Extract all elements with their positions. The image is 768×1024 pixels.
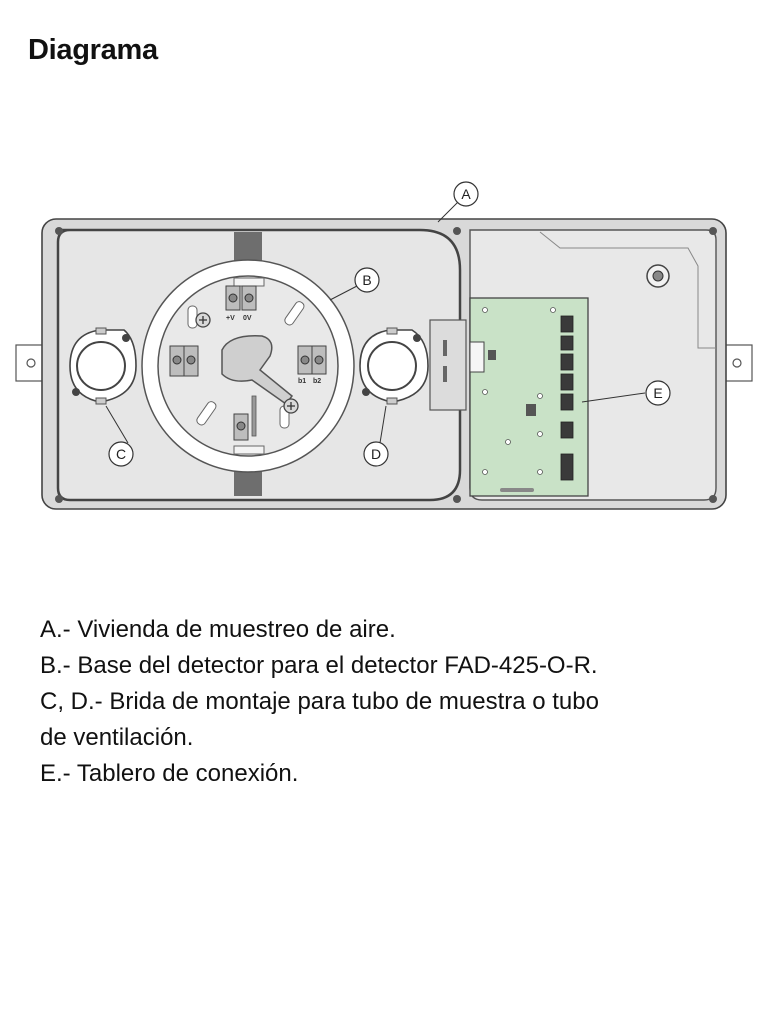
callout-e: E (645, 380, 671, 406)
terminal-label-pos-v: +V (226, 315, 235, 322)
legend-item-a: A.- Vivienda de muestreo de aire. (40, 616, 396, 643)
page-title: Diagrama (28, 34, 158, 66)
diagram-figure: +V 0V b1 b2 (0, 170, 768, 530)
terminal-label-b1: b1 (298, 378, 306, 385)
air-sampling-housing-diagram: +V 0V b1 b2 (15, 181, 753, 510)
legend-list: A.- Vivienda de muestreo de aire. B.- Ba… (40, 612, 720, 792)
callout-b: B (354, 267, 380, 293)
callout-c-label: C (116, 446, 126, 462)
callout-a-label: A (461, 186, 471, 202)
terminal-block-power (225, 285, 257, 311)
mounting-flange-d (359, 327, 429, 405)
terminal-block-left (169, 345, 199, 377)
callout-b-label: B (362, 272, 371, 288)
connection-board (469, 297, 589, 497)
din-rail-right (719, 344, 753, 382)
terminal-label-b2: b2 (313, 378, 321, 385)
callout-e-label: E (653, 385, 662, 401)
callout-leaders (105, 201, 646, 444)
terminal-block-b1-b2 (297, 345, 327, 375)
legend-item-b: B.- Base del detector para el detector F… (40, 652, 598, 679)
callout-d-label: D (371, 446, 381, 462)
legend-item-cd-continued: de ventilación. (40, 724, 194, 751)
callout-c: C (108, 441, 134, 467)
detector-base: +V 0V b1 b2 (141, 259, 355, 473)
terminal-block-bottom (233, 395, 257, 441)
legend-item-e: E.- Tablero de conexión. (40, 760, 299, 787)
legend-item-cd: C, D.- Brida de montaje para tubo de mue… (40, 688, 599, 715)
callout-a: A (453, 181, 479, 207)
partition-connector (429, 319, 467, 411)
callout-d: D (363, 441, 389, 467)
terminal-label-0v: 0V (243, 315, 252, 322)
mounting-flange-c (69, 327, 137, 405)
